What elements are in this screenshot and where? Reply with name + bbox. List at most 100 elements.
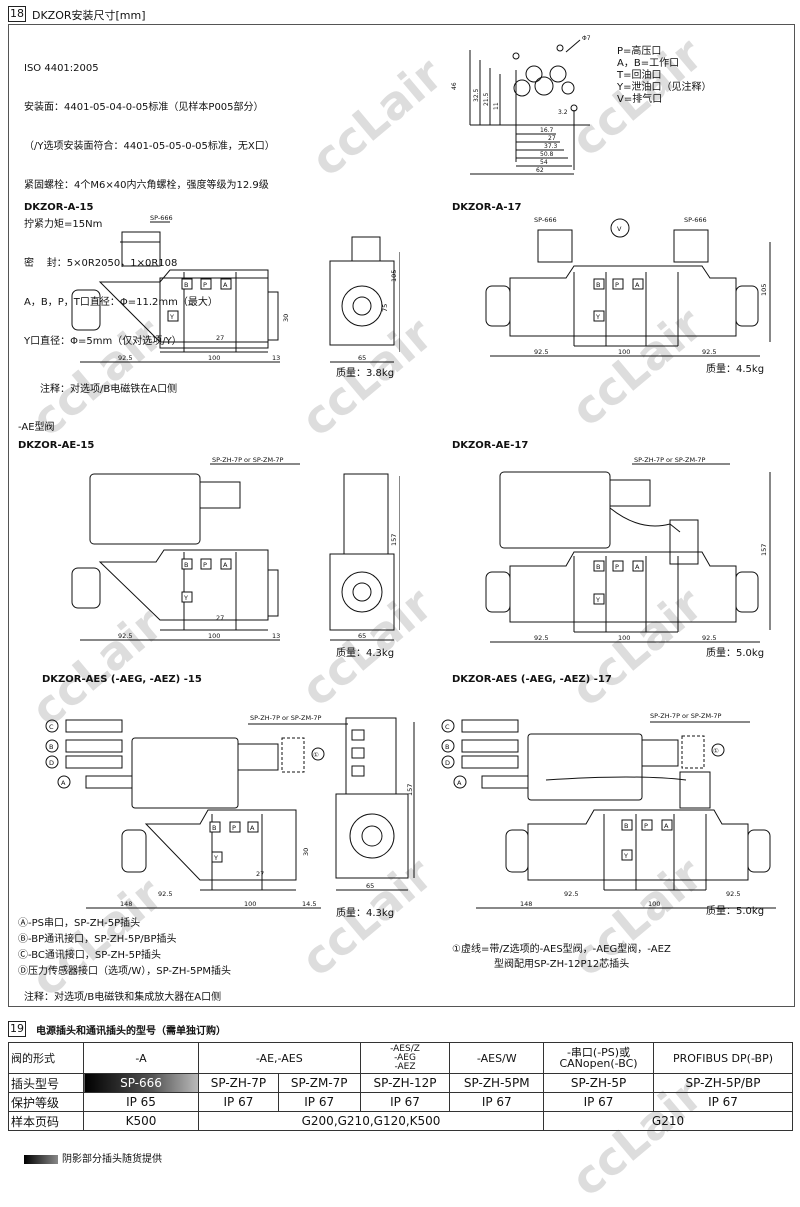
section-number: 19 [8,1021,26,1037]
dim-100: 100 [618,348,630,356]
legend-item: Ⓒ-BC通讯接口，SP-ZH-5P插头 [18,950,162,961]
connector-table: 阀的形式 -A -AE,-AES -AES/Z -AEG -AEZ -AES/W… [8,1042,794,1131]
port-y-label: Y [623,852,628,860]
dim-157: 157 [390,534,398,546]
marker-a: A [457,779,462,787]
port-y-label: Y [213,854,218,862]
drawing-title-ae17: DKZOR-AE-17 [452,440,529,451]
port-b-label: B [596,563,600,571]
col-header: -AE,-AES [198,1042,361,1074]
dim-92-5: 92.5 [564,890,578,898]
table-cell: IP 67 [543,1092,654,1112]
table-cell: IP 67 [652,1092,794,1112]
weight-label: 质量：5.0kg [706,648,765,659]
table-cell: SP-ZH-5PM [449,1073,545,1093]
dim-105: 105 [390,270,398,282]
footnote-line: 型阀配用SP-ZH-12P12芯插头 [494,959,630,970]
dim-54: 54 [540,159,548,166]
dim-100: 100 [208,632,220,640]
legend-item: T=回油口 [617,70,662,81]
port-a-label: A [635,281,640,289]
spec-line: 密 封：5×0R2050，1×0R108 [24,258,178,269]
table-row: 样本页码 K500 G200,G210,G120,K500 G210 [8,1111,793,1131]
col-header: -AES/W [449,1042,545,1074]
dim-65: 65 [358,354,366,362]
aes-footnote: ①虚线=带/Z选项的-AES型阀，-AEG型阀，-AEZ 型阀配用SP-ZH-1… [452,942,671,972]
ae-section-label: -AE型阀 [18,422,55,433]
table-cell: IP 65 [83,1092,199,1112]
marker-d: D [445,759,450,767]
port-b-label: B [596,281,600,289]
connector-label: SP-ZH-7P or SP-ZM-7P [250,714,322,722]
dim-phi7: Φ7 [582,35,591,42]
drawing-title-aes15: DKZOR-AES (-AEG, -AEZ) -15 [42,674,202,685]
dim-92-5: 92.5 [702,634,716,642]
dim-62: 62 [536,167,544,174]
table-cell: IP 67 [359,1092,451,1112]
dim-157: 157 [406,784,414,796]
dim-92-5: 92.5 [118,354,132,362]
section-title: DKZOR安装尺寸[mm] [32,9,146,22]
table-row: 插头型号 SP-666 SP-ZH-7P SP-ZM-7P SP-ZH-12P … [8,1073,794,1093]
dim-148: 148 [520,900,532,908]
valve-drawing-aes17: C B D A ① B P A Y SP-ZH-7P or SP-ZM-7P 1… [441,712,776,909]
legend-item: Ⓐ-PS串口，SP-ZH-5P插头 [18,918,141,929]
spec-line: Y口直径：Φ=5mm（仅对选项/Y） [24,336,182,347]
connector-label: SP-ZH-7P or SP-ZM-7P [650,712,722,720]
dim-75: 75 [381,304,389,312]
connector-label: SP-666 [150,214,173,222]
port-p-label: P [203,561,207,569]
table-cell: SP-666 [83,1073,199,1093]
marker-c: C [49,723,54,731]
marker-c: C [445,723,450,731]
dim-92-5: 92.5 [726,890,740,898]
dim-30: 30 [302,848,310,856]
port-p-label: P [644,822,648,830]
note-a15: 注释：对选项/B电磁铁在A口侧 [40,384,178,395]
dim-157: 157 [760,544,768,556]
dim-92-5: 92.5 [534,348,548,356]
section-title: 电源插头和通讯插头的型号（需单独订购） [36,1026,226,1037]
drawing-title-ae15: DKZOR-AE-15 [18,440,95,451]
mounting-surface-diagram: 46 32.5 21.5 11 16.7 3.2 27 37.3 50.8 54… [451,35,591,175]
port-y-label: Y [595,313,600,321]
connector-label: SP-ZH-7P or SP-ZM-7P [634,456,706,464]
spec-line: 拧紧力矩=15Nm [24,219,103,230]
row-label: 阀的形式 [8,1042,84,1074]
weight-label: 质量：4.3kg [336,908,395,919]
col-header: -AES/Z -AEG -AEZ [359,1042,451,1074]
table-cell: SP-ZH-7P [198,1073,279,1093]
dim-13: 13 [272,632,280,640]
marker-b: B [445,743,449,751]
table-cell: G210 [543,1111,793,1131]
valve-drawing-ae15: B P A Y SP-ZH-7P or SP-ZM-7P 92.5 100 13… [71,456,400,641]
row-label: 保护等级 [8,1092,84,1112]
dim-30: 30 [282,314,290,322]
col-header: PROFIBUS DP(-BP) [652,1042,794,1074]
table-cell: SP-ZH-5P [543,1073,654,1093]
port-p-label: P [615,563,619,571]
dim-100: 100 [618,634,630,642]
dim-27: 27 [216,334,224,342]
table-cell: G200,G210,G120,K500 [197,1111,545,1131]
col-header: -A [83,1042,199,1074]
port-p-label: P [203,281,207,289]
col-header: -串口(-PS)或 CANopen(-BC) [543,1042,654,1074]
marker-one: ① [713,747,719,755]
marker-one: ① [313,751,319,759]
table-cell: K500 [83,1111,199,1131]
port-b-label: B [184,281,188,289]
marker-b: B [49,743,53,751]
dim-100: 100 [208,354,220,362]
port-y-label: Y [169,313,174,321]
spec-line: ISO 4401:2005 [24,63,99,74]
drawing-title-aes17: DKZOR-AES (-AEG, -AEZ) -17 [452,674,612,685]
drawing-title-a15: DKZOR-A-15 [24,202,94,213]
valve-drawing-a15: B P A Y SP-666 92.5 100 13 27 65 105 75 … [71,214,400,363]
dim-16-7: 16.7 [540,127,554,134]
table-cell: IP 67 [449,1092,545,1112]
valve-drawing-a17: B P A Y SP-666 SP-666 V 92.5 100 92.5 10… [485,216,771,357]
dim-27: 27 [256,870,264,878]
footnote-line: ①虚线=带/Z选项的-AES型阀，-AEG型阀，-AEZ [452,944,671,955]
dim-27: 27 [216,614,224,622]
